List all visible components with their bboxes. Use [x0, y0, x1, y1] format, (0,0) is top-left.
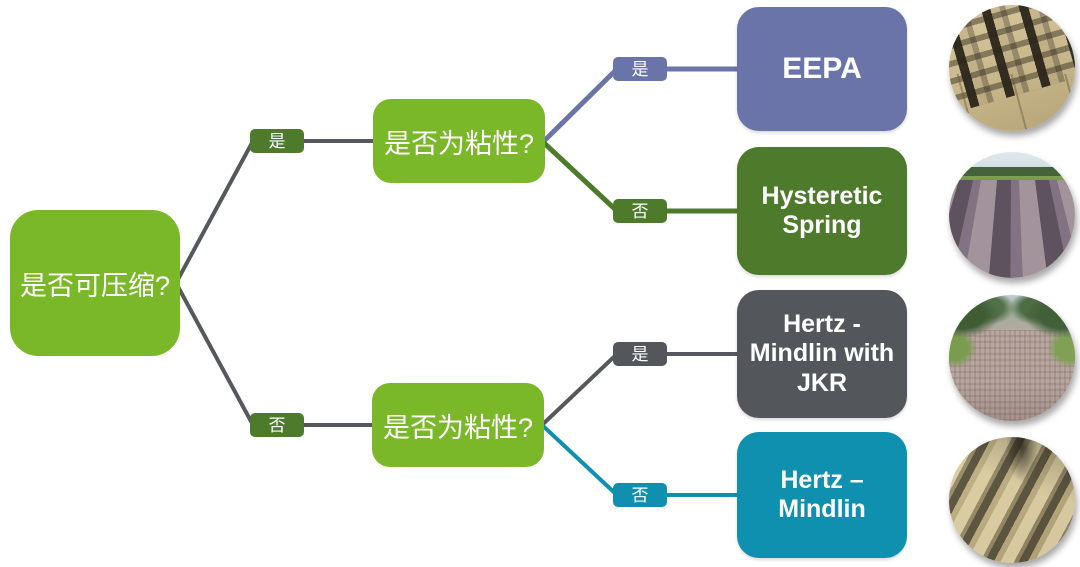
model-label: EEPA [782, 52, 862, 86]
question-label: 是否为粘性? [383, 128, 535, 159]
connector-root-yes [174, 139, 375, 284]
treeline-band [949, 167, 1075, 178]
shadow-overlay [949, 437, 1075, 563]
furrow-rows-pattern [949, 179, 1075, 278]
root-question-node: 是否可压缩? [10, 210, 180, 356]
sand-cracks-pattern [949, 74, 1075, 131]
branch-chip-cohesive-no-top: 否 [613, 199, 667, 223]
roadside-vegetation [949, 295, 1075, 421]
branch-chip-cohesive-yes-bottom: 是 [613, 342, 667, 366]
model-node-eepa: EEPA [737, 7, 907, 131]
branch-chip-label: 否 [631, 485, 649, 505]
model-node-hertz-mindlin-jkr: Hertz - Mindlin with JKR [737, 290, 907, 418]
model-node-hysteretic-spring: Hysteretic Spring [737, 147, 907, 275]
branch-chip-compressible-no: 否 [250, 413, 304, 437]
model-label: Hysteretic Spring [761, 181, 883, 240]
branch-chip-label: 是 [631, 59, 649, 79]
model-label: Hertz – Mindlin [778, 465, 866, 524]
branch-chip-label: 否 [631, 201, 649, 221]
model-label: Hertz - Mindlin with JKR [749, 309, 895, 397]
photo-wind-rippled-sand [949, 437, 1075, 563]
branch-chip-label: 是 [268, 131, 286, 151]
photo-plowed-field-furrows [949, 152, 1075, 278]
branch-chip-label: 否 [268, 415, 286, 435]
branch-chip-cohesive-yes-top: 是 [613, 57, 667, 81]
question-node-cohesive-bottom: 是否为粘性? [372, 383, 544, 467]
question-node-cohesive-top: 是否为粘性? [373, 99, 545, 183]
root-question-label: 是否可压缩? [19, 270, 171, 301]
photo-gravel-road [949, 295, 1075, 421]
connector-root-no [174, 282, 375, 427]
model-node-hertz-mindlin: Hertz – Mindlin [737, 432, 907, 558]
branch-chip-compressible-yes: 是 [250, 129, 304, 153]
branch-chip-label: 是 [631, 344, 649, 364]
branch-chip-cohesive-no-bottom: 否 [613, 483, 667, 507]
photo-tire-tracks-in-wet-sand [949, 5, 1075, 131]
question-label: 是否为粘性? [382, 412, 534, 443]
